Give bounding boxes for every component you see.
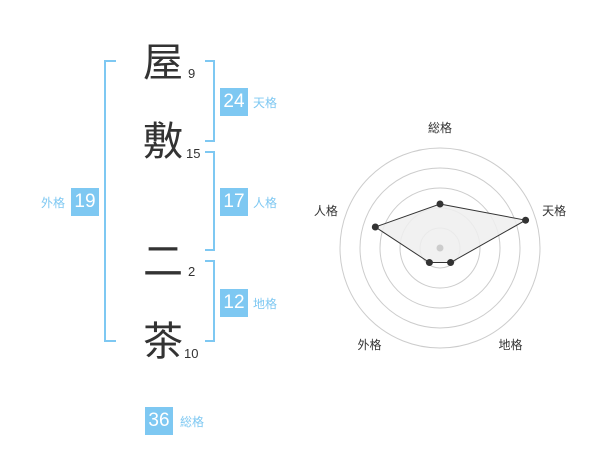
name-char-1: 屋 [143, 40, 183, 86]
gaikaku-bracket [104, 60, 116, 342]
chikaku-bracket [205, 260, 215, 342]
radar-label-3: 地格 [499, 337, 523, 352]
jinkaku-label: 人格 [253, 196, 278, 210]
jinkaku-bracket [205, 151, 215, 251]
tenkaku-bracket [205, 60, 215, 142]
chikaku-label: 地格 [253, 297, 278, 311]
soukaku-value: 36 [145, 407, 173, 435]
gaikaku-value: 19 [71, 188, 99, 216]
soukaku-label: 総格 [180, 415, 205, 429]
radar-label-2: 天格 [542, 203, 566, 218]
radar-points [371, 200, 530, 267]
radar-label-5: 人格 [314, 203, 338, 218]
gaikaku-label: 外格 [41, 196, 66, 210]
stroke-count-2: 15 [186, 146, 201, 161]
name-char-2: 敷 [143, 119, 183, 165]
radar-ring [339, 147, 541, 349]
radar-point-2 [522, 216, 530, 224]
radar-point-5 [371, 223, 379, 231]
radar-ring [379, 187, 501, 309]
radar-point-4 [425, 259, 433, 267]
radar-ring [359, 167, 521, 329]
name-char-3: 二 [143, 239, 183, 285]
radar-point-3 [447, 259, 455, 267]
radar-label-4: 外格 [357, 337, 381, 352]
stroke-count-4: 10 [184, 346, 199, 361]
radar-center-dot [436, 244, 444, 252]
radar-label-1: 総格 [428, 120, 452, 135]
chikaku-value: 12 [220, 289, 248, 317]
radar-point-1 [436, 200, 444, 208]
stroke-count-3: 2 [188, 264, 196, 279]
tenkaku-label: 天格 [253, 96, 278, 110]
tenkaku-value: 24 [220, 88, 248, 116]
radar-area [374, 203, 528, 264]
jinkaku-value: 17 [220, 188, 248, 216]
name-char-4: 茶 [143, 319, 183, 365]
stroke-count-1: 9 [188, 66, 196, 81]
